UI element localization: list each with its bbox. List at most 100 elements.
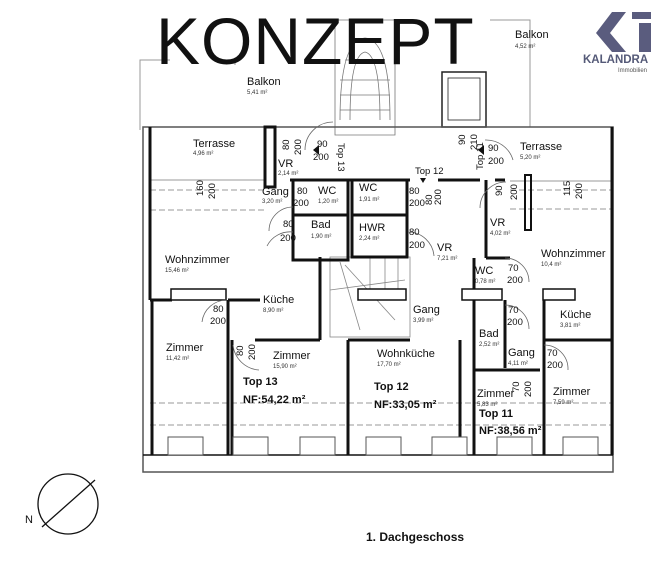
room-name: Gang <box>262 186 289 198</box>
room-name: Gang <box>413 304 440 316</box>
walls <box>142 125 614 473</box>
brand-subtitle: Immobilien <box>618 68 648 74</box>
room-name: Gang <box>508 347 535 359</box>
unit-name: Top 12 <box>374 381 409 393</box>
dim-label: 80 <box>283 219 294 230</box>
room-area: 3,99 m² <box>413 318 434 324</box>
dim-label: 70 <box>508 305 519 316</box>
dim-label: 200 <box>293 198 309 209</box>
room-name: Bad <box>479 328 499 340</box>
room-name: Terrasse <box>193 138 236 150</box>
room-area: 2,14 m² <box>278 171 299 177</box>
dim-label: 90 <box>488 143 499 154</box>
dim-label: 80 <box>297 186 308 197</box>
room-area: 5,41 m² <box>247 90 268 96</box>
dim-label: 90 <box>494 185 505 196</box>
room-name: Wohnzimmer <box>541 248 606 260</box>
room-name: Wohnküche <box>377 348 435 360</box>
dim-label: 200 <box>507 275 523 286</box>
dim-label: 200 <box>488 156 504 167</box>
dim-label: 200 <box>509 184 520 200</box>
room-name: Bad <box>311 219 331 231</box>
room-area: 15,46 m² <box>165 268 189 274</box>
room-area: 8,90 m² <box>263 308 284 314</box>
room-area: 4,52 m² <box>515 44 536 50</box>
dim-label: 200 <box>433 189 444 205</box>
dim-label: 80 <box>281 139 292 150</box>
dim-label: 70 <box>511 381 522 392</box>
dim-label: 200 <box>409 240 425 251</box>
dim-label: 70 <box>508 263 519 274</box>
dim-label: 160 <box>195 180 206 196</box>
room-area: 1,90 m² <box>311 234 332 240</box>
dim-label: 200 <box>507 317 523 328</box>
room-name: Balkon <box>515 29 549 41</box>
brand-name: KALANDRA <box>583 54 649 66</box>
room-area: 3,81 m² <box>560 323 581 329</box>
dim-label: 80 <box>213 304 224 315</box>
door-swings <box>201 121 569 371</box>
elevator <box>441 71 487 128</box>
dim-label: 80 <box>409 227 420 238</box>
kalandra-logo <box>596 12 651 52</box>
room-area: 4,02 m² <box>490 231 511 237</box>
room-name: Zimmer <box>553 386 591 398</box>
balcony-left-outline <box>139 59 170 130</box>
dim-label: 200 <box>523 381 534 397</box>
dim-label: 200 <box>313 152 329 163</box>
dim-label: 80 <box>409 186 420 197</box>
unit-name: Top 11 <box>479 408 514 420</box>
room-name: Wohnzimmer <box>165 254 230 266</box>
room-area: 7,21 m² <box>437 256 458 262</box>
entrance-top-13: Top 13 <box>335 143 346 172</box>
dim-label: 80 <box>235 345 246 356</box>
dim-label: 200 <box>207 183 218 199</box>
room-area: 2,52 m² <box>479 342 500 348</box>
room-area: 1,20 m² <box>318 199 339 205</box>
roof-windows <box>167 436 599 456</box>
room-name: VR <box>490 217 506 229</box>
staircase-main <box>334 19 396 136</box>
balcony-right-outline <box>490 19 612 128</box>
room-name: Küche <box>263 294 295 306</box>
dim-label: 200 <box>574 183 585 199</box>
room-area: 2,24 m² <box>359 236 380 242</box>
room-area: 4,11 m² <box>508 361 528 367</box>
north-compass <box>37 473 99 535</box>
room-name: Zimmer <box>273 350 311 362</box>
dim-label: 200 <box>547 360 563 371</box>
dim-label: 200 <box>247 344 258 360</box>
room-name: WC <box>318 185 337 197</box>
unit-area: NF:54,22 m² <box>243 394 306 406</box>
dim-label: 210 <box>469 134 480 150</box>
room-area: 4,96 m² <box>193 151 214 157</box>
room-name: WC <box>475 265 494 277</box>
room-name: Balkon <box>247 76 281 88</box>
room-name: Küche <box>560 309 592 321</box>
room-area: 15,90 m² <box>273 364 297 370</box>
room-name: Terrasse <box>520 141 563 153</box>
room-name: VR <box>278 158 294 170</box>
room-area: 7,59 m² <box>553 400 574 406</box>
dim-label: 200 <box>409 198 425 209</box>
dim-label: 115 <box>562 180 573 196</box>
room-name: VR <box>437 242 453 254</box>
dim-label: 90 <box>457 134 468 145</box>
dim-label: 90 <box>317 139 328 150</box>
dim-label: 200 <box>293 139 304 155</box>
dim-label: 200 <box>210 316 226 327</box>
room-area: 0,78 m² <box>475 279 496 285</box>
chimneys <box>170 288 576 301</box>
room-area: 3,20 m² <box>262 199 283 205</box>
unit-area: NF:38,56 m² <box>479 425 542 437</box>
room-area: 1,91 m² <box>359 197 380 203</box>
floor-label: 1. Dachgeschoss <box>366 530 465 544</box>
dim-label: 70 <box>547 348 558 359</box>
entrance-top-12: Top 12 <box>415 166 444 177</box>
room-area: 5,20 m² <box>520 155 541 161</box>
dim-label: 200 <box>280 233 296 244</box>
unit-name: Top 13 <box>243 376 278 388</box>
unit-area: NF:33,05 m² <box>374 399 437 411</box>
konzept-watermark: KONZEPT <box>156 4 475 78</box>
